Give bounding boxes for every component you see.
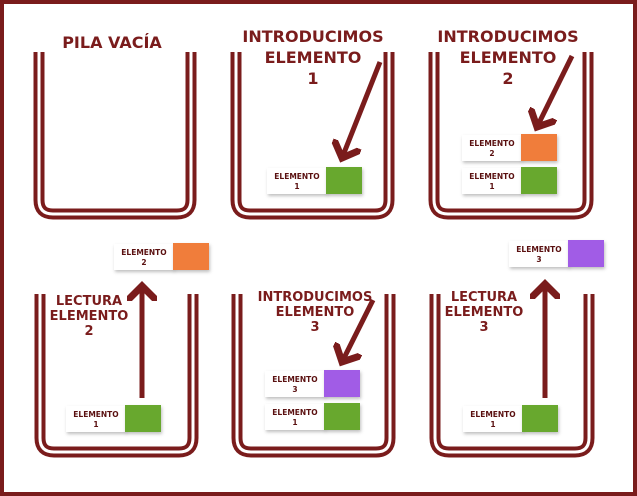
stack-container-3 [428, 52, 594, 220]
element-label-box [463, 406, 523, 432]
panel-6-title-line-2: ELEMENTO [445, 305, 524, 320]
panel-3-title-line-3: 2 [502, 69, 513, 88]
element-color-block [568, 240, 604, 267]
panel-4-title-line-2: ELEMENTO [50, 309, 129, 324]
panel-6-title-line-3: 3 [479, 320, 488, 335]
push-arrow-3 [342, 298, 376, 362]
stack-container-2 [230, 52, 395, 220]
stack-container-6 [429, 294, 595, 458]
element-label-box [265, 404, 325, 430]
panel-3-title-line-1: INTRODUCIMOS [437, 27, 578, 46]
element-label-box [509, 241, 569, 267]
element-label-word: ELEMENTO [272, 375, 317, 384]
element-color-block [326, 167, 362, 194]
element-label-number: 2 [489, 149, 494, 158]
stack-container-1 [33, 52, 197, 220]
push-arrow-1 [342, 61, 383, 158]
element-label-word: ELEMENTO [274, 172, 319, 181]
element-color-block [324, 370, 360, 397]
stack-container-4 [34, 294, 199, 458]
panel-1-title: PILA VACÍA [62, 33, 162, 52]
element-label-number: 3 [536, 255, 541, 264]
panel-5-title-line-2: ELEMENTO [276, 305, 355, 320]
element-label-number: 1 [490, 420, 495, 429]
element-label-box [114, 244, 174, 270]
panel-6-title-line-1: LECTURA [451, 290, 517, 305]
element-label-number: 3 [292, 385, 297, 394]
stack-container-5 [231, 294, 396, 458]
element-label-number: 1 [294, 182, 299, 191]
panel-5-title-line-3: 3 [310, 320, 319, 335]
element-label-word: ELEMENTO [469, 139, 514, 148]
panel-2-title-line-1: INTRODUCIMOS [242, 27, 383, 46]
element-label-number: 1 [489, 182, 494, 191]
panel-2-title-line-3: 1 [307, 69, 318, 88]
element-color-block [324, 403, 360, 430]
element-label-word: ELEMENTO [470, 410, 515, 419]
element-label-number: 1 [292, 418, 297, 427]
element-label-number: 1 [93, 420, 98, 429]
element-label-box [462, 135, 522, 161]
panel-3-title-line-2: ELEMENTO [460, 48, 557, 67]
element-label-word: ELEMENTO [121, 248, 166, 257]
element-color-block [521, 134, 557, 161]
element-label-word: ELEMENTO [272, 408, 317, 417]
element-label-word: ELEMENTO [469, 172, 514, 181]
element-color-block [522, 405, 558, 432]
element-color-block [521, 167, 557, 194]
element-label-box [267, 168, 327, 194]
panel-4-title-line-3: 2 [84, 324, 93, 339]
panel-2-title-line-2: ELEMENTO [265, 48, 362, 67]
element-label-box [462, 168, 522, 194]
element-label-word: ELEMENTO [516, 245, 561, 254]
element-label-box [265, 371, 325, 397]
panel-5-title-line-1: INTRODUCIMOS [258, 290, 373, 305]
element-color-block [125, 405, 161, 432]
element-label-number: 2 [141, 258, 146, 267]
push-arrow-2 [537, 54, 575, 127]
element-label-word: ELEMENTO [73, 410, 118, 419]
panel-4-title-line-1: LECTURA [56, 294, 122, 309]
element-label-box [66, 406, 126, 432]
element-color-block [173, 243, 209, 270]
